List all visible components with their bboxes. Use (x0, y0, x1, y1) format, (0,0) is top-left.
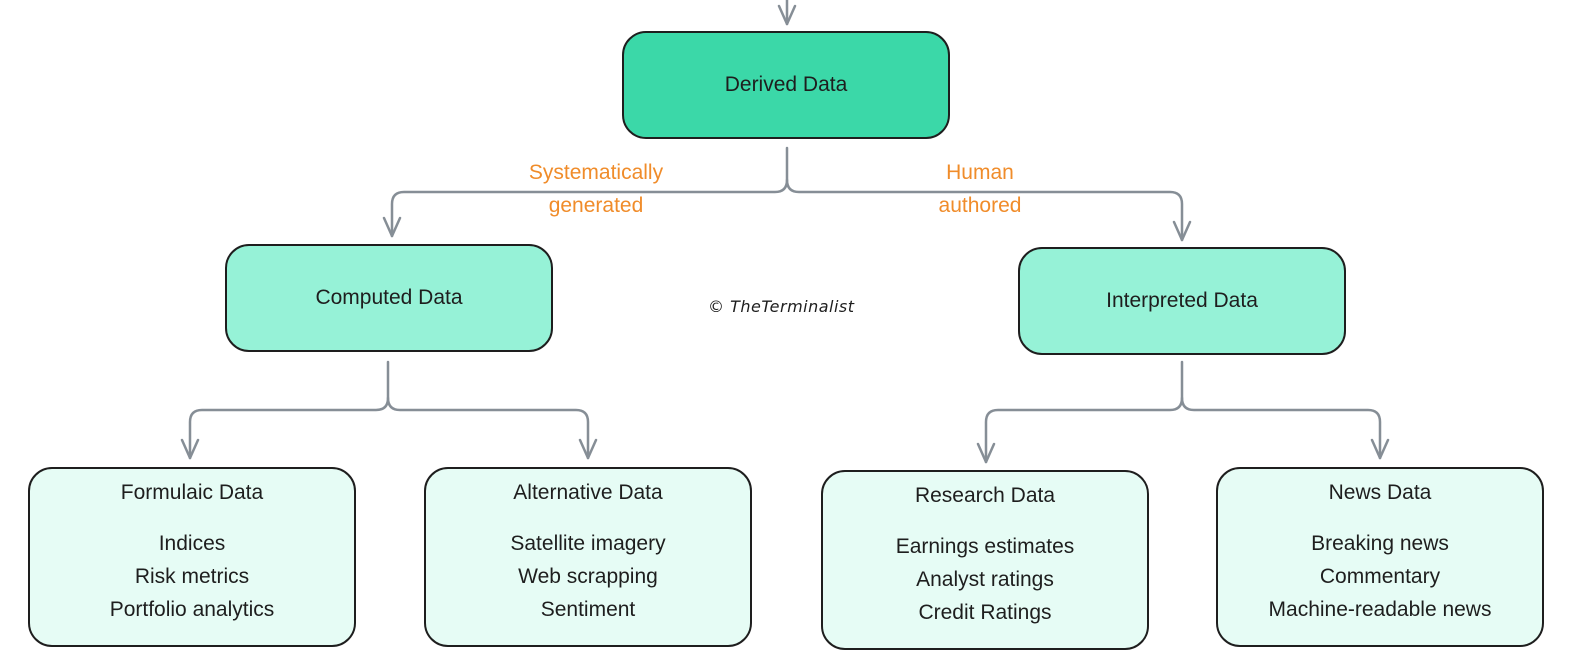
leaf-item: Portfolio analytics (109, 598, 275, 621)
leaf-item: Risk metrics (134, 565, 250, 588)
leaf-item: Earnings estimates (895, 535, 1075, 558)
leaf-item: Breaking news (1311, 532, 1449, 555)
computed-data-label: Computed Data (315, 286, 463, 309)
alternative-data-title: Alternative Data (513, 481, 663, 504)
incoming-arrow (777, 0, 797, 26)
leaf-item: Satellite imagery (510, 532, 666, 555)
edge-label-human: Human authored (938, 161, 1022, 217)
watermark: © TheTerminalist (708, 297, 855, 316)
leaf-item: Analyst ratings (916, 568, 1054, 591)
leaf-item: Sentiment (540, 598, 636, 621)
connector-computed-to-formulaic (180, 360, 390, 460)
news-data-title: News Data (1328, 481, 1432, 504)
root-node: Derived Data (622, 31, 950, 139)
leaf-item: Credit Ratings (918, 601, 1052, 624)
alternative-data-items: Satellite imagery Web scrapping Sentimen… (426, 527, 750, 626)
research-data-node: Research Data Earnings estimates Analyst… (821, 470, 1149, 650)
interpreted-data-label: Interpreted Data (1106, 289, 1258, 312)
leaf-item: Indices (158, 532, 226, 555)
edge-label-systematic: Systematically generated (528, 161, 664, 217)
connector-interpreted-to-research (976, 360, 1184, 464)
computed-data-node: Computed Data (225, 244, 553, 352)
alternative-data-node: Alternative Data Satellite imagery Web s… (424, 467, 752, 647)
news-data-items: Breaking news Commentary Machine-readabl… (1218, 527, 1542, 626)
connector-root-to-interpreted (785, 178, 1192, 242)
connector-computed-to-alternative (386, 396, 598, 460)
connector-interpreted-to-news (1180, 396, 1390, 460)
news-data-node: News Data Breaking news Commentary Machi… (1216, 467, 1544, 647)
root-node-label: Derived Data (724, 73, 848, 96)
leaf-item: Commentary (1319, 565, 1441, 588)
formulaic-data-title: Formulaic Data (120, 481, 264, 504)
leaf-item: Machine-readable news (1268, 598, 1492, 621)
leaf-item: Web scrapping (518, 565, 658, 588)
formulaic-data-items: Indices Risk metrics Portfolio analytics (30, 527, 354, 626)
research-data-items: Earnings estimates Analyst ratings Credi… (823, 530, 1147, 629)
interpreted-data-node: Interpreted Data (1018, 247, 1346, 355)
research-data-title: Research Data (914, 484, 1056, 507)
formulaic-data-node: Formulaic Data Indices Risk metrics Port… (28, 467, 356, 647)
